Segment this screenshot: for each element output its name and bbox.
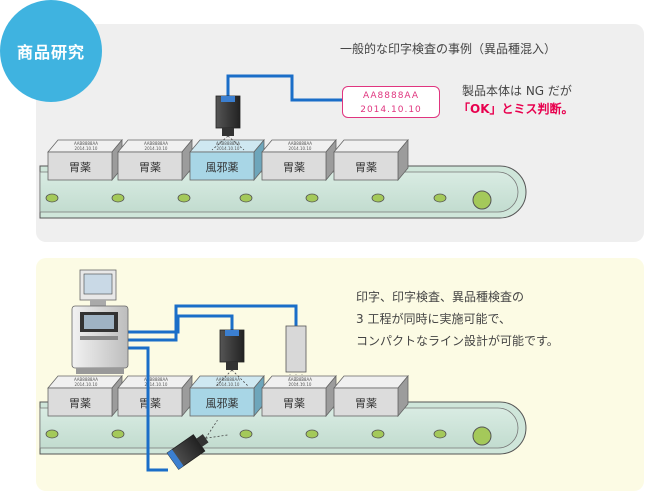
bottom-note-line1: 印字、印字検査、異品種検査の — [356, 290, 525, 304]
box-top-4: 胃薬 AAB8888AA 2014.10.10 — [261, 138, 337, 182]
box-print: 2014.10.10 — [75, 382, 98, 387]
bottom-note-line2: 3 工程が同時に実施可能で、 — [356, 312, 511, 326]
box-bottom-1: 胃薬 AAB8888AA 2014.10.10 — [47, 374, 123, 418]
product-research-badge: 商品研究 — [0, 0, 102, 102]
box-print: AAB8888AA — [288, 377, 312, 382]
box-label: 胃薬 — [139, 397, 161, 410]
box-print: AAB8888AA — [74, 141, 98, 146]
top-caption: 一般的な印字検査の事例（異品種混入） — [340, 42, 557, 56]
box-print: 2014.10.10 — [145, 146, 168, 151]
box-print: AAB8888AA — [144, 377, 168, 382]
bottom-camera — [215, 329, 249, 387]
box-print: 2014.10.10 — [217, 382, 240, 387]
box-bottom-5: 胃薬 — [333, 374, 409, 418]
bottom-note-line3: コンパクトなライン設計が可能です。 — [356, 334, 559, 348]
print-head — [285, 325, 307, 386]
print-sample-stamp: AA8888AA 2014.10.10 — [342, 86, 440, 118]
box-top-1: 胃薬 AAB8888AA 2014.10.10 — [47, 138, 123, 182]
top-note-line2: 「OK」とミス判断。 — [458, 102, 574, 116]
box-label: 胃薬 — [69, 161, 91, 174]
box-label: 胃薬 — [283, 161, 305, 174]
side-camera — [166, 419, 228, 470]
box-bottom-2: 胃薬 AAB8888AA 2014.10.10 — [117, 374, 193, 418]
top-camera — [211, 74, 342, 151]
box-label: 胃薬 — [283, 397, 305, 410]
box-top-odd: 風邪薬 AAB8888AA 2014.10.10 — [189, 138, 265, 182]
box-print: 2014.10.10 — [75, 146, 98, 151]
box-print: AAB8888AA — [216, 377, 240, 382]
box-label: 風邪薬 — [206, 397, 239, 410]
box-bottom-odd: 風邪薬 AAB8888AA 2014.10.10 — [189, 374, 265, 418]
box-bottom-4: 胃薬 AAB8888AA 2014.10.10 — [261, 374, 337, 418]
box-top-2: 胃薬 AAB8888AA 2014.10.10 — [117, 138, 193, 182]
box-label: 胃薬 — [139, 161, 161, 174]
box-print: AAB8888AA — [74, 377, 98, 382]
box-label: 胃薬 — [355, 161, 377, 174]
inkjet-printer — [71, 269, 129, 374]
box-print: 2014.10.10 — [145, 382, 168, 387]
top-note-line1: 製品本体は NG だが — [462, 84, 572, 98]
box-label: 胃薬 — [69, 397, 91, 410]
bottom-boxes: 胃薬 AAB8888AA 2014.10.10 胃薬 AAB8888AA 201… — [47, 374, 409, 418]
bottom-cables — [128, 304, 298, 472]
box-print: 2014.10.10 — [289, 382, 312, 387]
box-print: 2014.10.10 — [217, 146, 240, 151]
box-label: 風邪薬 — [206, 161, 239, 174]
bottom-note: 印字、印字検査、異品種検査の 3 工程が同時に実施可能で、 コンパクトなライン設… — [356, 286, 559, 352]
stamp-code: AA8888AA — [362, 91, 420, 101]
conveyor-bottom — [39, 401, 527, 455]
box-print: AAB8888AA — [144, 141, 168, 146]
box-print: AAB8888AA — [216, 141, 240, 146]
box-print: 2014.10.10 — [289, 146, 312, 151]
box-top-5: 胃薬 — [333, 138, 409, 182]
top-boxes: 胃薬 AAB8888AA 2014.10.10 胃薬 AAB8888AA 201… — [47, 138, 409, 182]
box-print: AAB8888AA — [288, 141, 312, 146]
box-label: 胃薬 — [355, 397, 377, 410]
stamp-date: 2014.10.10 — [360, 105, 422, 115]
